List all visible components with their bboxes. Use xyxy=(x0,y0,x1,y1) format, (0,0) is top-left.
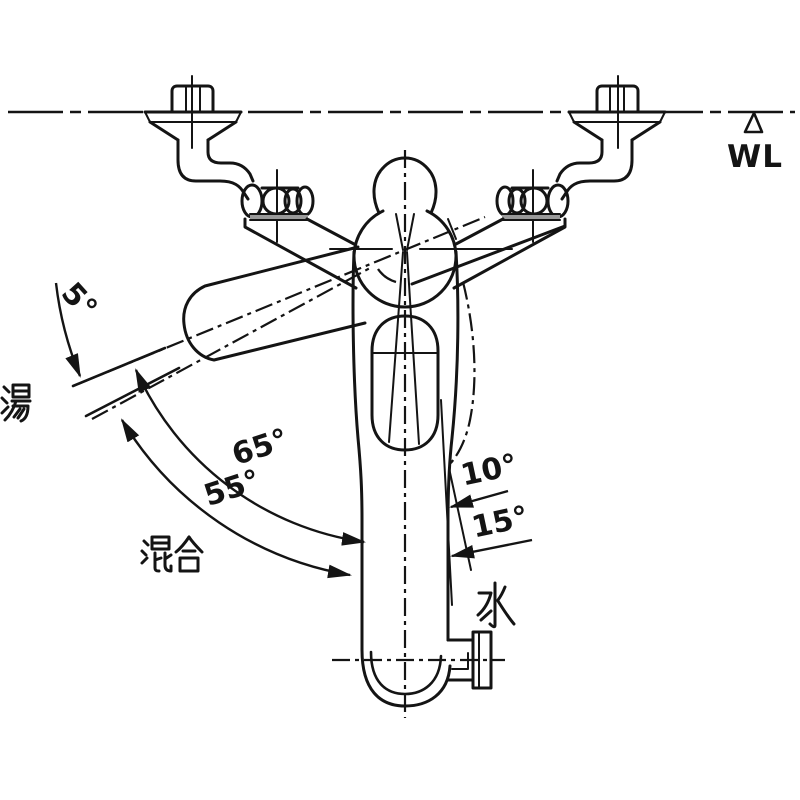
tick-65deg xyxy=(71,346,167,388)
label-15deg: 15° xyxy=(469,499,532,545)
leader-10deg xyxy=(449,489,509,509)
lever-axis-55 xyxy=(91,267,371,420)
waterline-marker: WL xyxy=(727,111,783,175)
label-10deg: 10° xyxy=(458,447,521,493)
faucet-body xyxy=(351,156,493,708)
label-65deg: 65° xyxy=(228,422,293,473)
label-hot-water: 湯 xyxy=(0,383,32,423)
handle-grip-outline xyxy=(370,314,440,452)
pivot-dome xyxy=(352,209,385,258)
rotated-lever-outline xyxy=(182,245,367,362)
label-mix: 混合 xyxy=(140,535,204,573)
outlet-spout xyxy=(446,630,493,690)
rotated-bell-outline xyxy=(449,281,476,465)
waterline-label: WL xyxy=(727,139,783,175)
arc-55deg xyxy=(120,418,352,579)
bracket-cross-edge xyxy=(410,224,567,286)
leader-15deg xyxy=(450,538,533,559)
cold-line-10 xyxy=(440,399,453,606)
arc-5deg xyxy=(54,282,82,378)
label-cold-water: 水 xyxy=(476,581,516,629)
